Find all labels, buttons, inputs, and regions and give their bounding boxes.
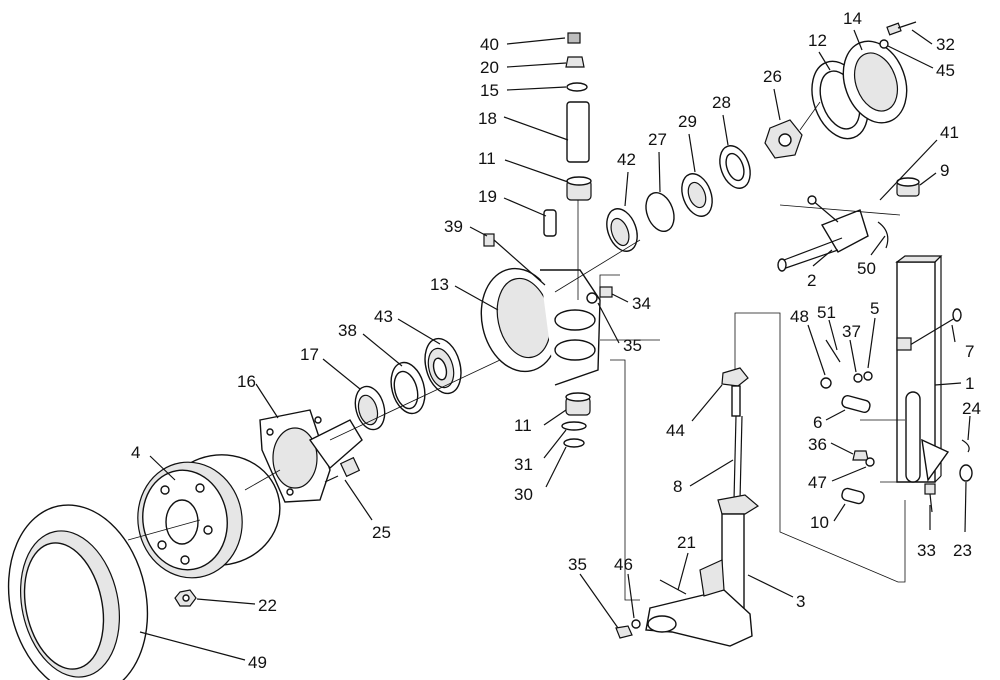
label-41: 41 <box>940 123 959 142</box>
label-35-top: 35 <box>623 336 642 355</box>
label-11-bottom: 11 <box>514 416 532 435</box>
leader-lines <box>139 29 971 661</box>
label-31: 31 <box>514 455 533 474</box>
label-48: 48 <box>790 307 809 326</box>
outer-bearing-set <box>606 119 803 252</box>
bearing-race-38 <box>390 361 426 415</box>
label-19: 19 <box>478 187 497 206</box>
lower-bushing <box>561 392 591 448</box>
label-36: 36 <box>808 435 827 454</box>
label-4: 4 <box>131 443 140 462</box>
label-24: 24 <box>962 399 981 418</box>
label-45: 45 <box>936 61 955 80</box>
fork-arm-3 <box>645 513 753 647</box>
label-38: 38 <box>338 321 357 340</box>
label-7: 7 <box>965 342 974 361</box>
bolt-25 <box>324 456 361 483</box>
seal-17 <box>354 385 386 431</box>
caster-post <box>895 255 950 483</box>
lock-pin-50 <box>877 177 920 249</box>
label-14: 14 <box>843 9 862 28</box>
label-27: 27 <box>648 130 667 149</box>
hub-housing <box>480 267 601 386</box>
label-15: 15 <box>480 81 499 100</box>
fork-hardware <box>615 579 687 639</box>
lug-nut <box>174 589 197 607</box>
label-16: 16 <box>237 372 256 391</box>
bearing-43 <box>424 337 462 395</box>
label-39: 39 <box>444 217 463 236</box>
label-30: 30 <box>514 485 533 504</box>
label-42: 42 <box>617 150 636 169</box>
label-40: 40 <box>480 35 499 54</box>
threaded-rod-8 <box>717 367 760 515</box>
label-9: 9 <box>940 161 949 180</box>
label-25: 25 <box>372 523 391 542</box>
label-32: 32 <box>936 35 955 54</box>
label-23: 23 <box>953 541 972 560</box>
eye-bolt-7 <box>896 308 962 351</box>
king-pin-stack <box>543 32 592 300</box>
small-hardware <box>820 339 973 513</box>
label-35-bottom: 35 <box>568 555 587 574</box>
label-8: 8 <box>673 477 682 496</box>
label-51: 51 <box>817 303 836 322</box>
wheel-rim <box>137 454 281 579</box>
label-49: 49 <box>248 653 267 672</box>
label-11-top: 11 <box>478 149 496 168</box>
label-2: 2 <box>807 271 816 290</box>
label-34: 34 <box>632 294 651 313</box>
label-13: 13 <box>430 275 449 294</box>
label-43: 43 <box>374 307 393 326</box>
label-17: 17 <box>300 345 319 364</box>
label-50: 50 <box>857 259 876 278</box>
label-33: 33 <box>917 541 936 560</box>
cap-bolt <box>879 21 917 49</box>
label-26: 26 <box>763 67 782 86</box>
label-6: 6 <box>813 413 822 432</box>
label-37: 37 <box>842 322 861 341</box>
label-12: 12 <box>808 31 827 50</box>
label-29: 29 <box>678 112 697 131</box>
part-labels: 40 20 15 18 11 19 39 13 43 38 17 16 4 25… <box>131 9 981 672</box>
label-20: 20 <box>480 58 499 77</box>
tire <box>7 504 149 680</box>
label-28: 28 <box>712 93 731 112</box>
label-21: 21 <box>677 533 696 552</box>
spindle-flange <box>259 409 363 503</box>
grease-fitting-39 <box>483 233 546 286</box>
bolt-34 <box>586 286 613 304</box>
hub-cap <box>811 40 908 140</box>
assembly-guide-lines <box>127 101 906 601</box>
label-3: 3 <box>796 592 805 611</box>
label-18: 18 <box>478 109 497 128</box>
label-22: 22 <box>258 596 277 615</box>
label-10: 10 <box>810 513 829 532</box>
label-47: 47 <box>808 473 827 492</box>
label-1: 1 <box>965 374 974 393</box>
clamp-2 <box>777 195 869 272</box>
label-44: 44 <box>666 421 685 440</box>
label-5: 5 <box>870 299 879 318</box>
label-46: 46 <box>614 555 633 574</box>
